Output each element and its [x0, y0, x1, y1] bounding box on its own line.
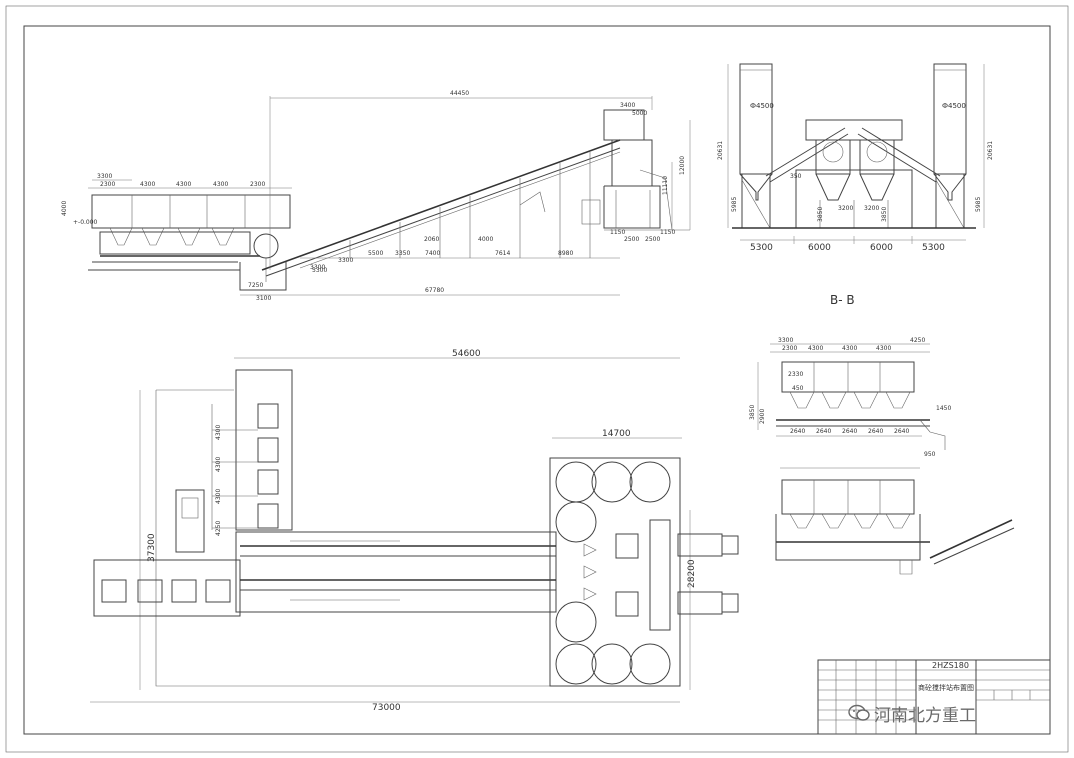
hopper-level: +-0.000	[73, 219, 98, 226]
batcher-top-0: 3300	[778, 337, 793, 344]
section-inner-3: 3850	[881, 207, 888, 222]
dim-belt-6: 8980	[558, 250, 573, 257]
section-bottom-3: 5300	[922, 243, 945, 253]
outer-frame	[5, 5, 1069, 753]
batcher-top-3: 4300	[842, 345, 857, 352]
dim-belt-small-0: 2060	[424, 236, 439, 243]
title-drawing-name: 商砼搅拌站布置图	[918, 683, 974, 692]
plan-upper-length: 54600	[452, 349, 481, 359]
dim-hopper-2: 4300	[140, 181, 155, 188]
batcher-bottom-3: 2640	[868, 428, 883, 435]
batcher-right-1: 950	[924, 451, 936, 458]
dim-pit-1: 3100	[256, 295, 271, 302]
section-inner-2: 3850	[817, 207, 824, 222]
dim-tower-2: 2500	[624, 236, 639, 243]
dim-belt-5: 7614	[495, 250, 510, 257]
batcher-right-0: 1450	[936, 405, 951, 412]
dim-hopper-4: 4300	[213, 181, 228, 188]
title-block	[817, 659, 1051, 735]
dim-belt-2: 5500	[368, 250, 383, 257]
wechat-icon	[848, 704, 870, 721]
dim-belt-0: 3300	[310, 264, 325, 271]
dim-hopper-0: 3300	[97, 173, 112, 180]
batcher-top-5: 4250	[910, 337, 925, 344]
batcher-bottom-0: 2640	[790, 428, 805, 435]
plan-left-height: 37300	[147, 533, 157, 562]
dim-tower-0: 12000	[679, 156, 686, 175]
batcher-top-4: 4300	[876, 345, 891, 352]
dim-belt-small-2: 5300	[312, 267, 327, 274]
dim-pit-0: 7250	[248, 282, 263, 289]
section-height-3: 5985	[975, 197, 982, 212]
batcher-detail-view	[757, 343, 946, 450]
plan-view	[90, 357, 739, 703]
section-inner-0: 3200	[838, 205, 853, 212]
section-bottom-0: 5300	[750, 243, 773, 253]
dim-tower-3: 2500	[645, 236, 660, 243]
plan-bin-2: 4300	[215, 489, 222, 504]
batcher-top-1: 2300	[782, 345, 797, 352]
batcher-mid-1: 450	[792, 385, 804, 392]
dim-top-right-a: 3400	[620, 102, 635, 109]
dim-tower-4: 1150	[610, 229, 625, 236]
section-label: B- B	[830, 293, 855, 307]
section-height-2: 5985	[731, 197, 738, 212]
batcher-mid-0: 2330	[788, 371, 803, 378]
section-inner-1: 3200	[864, 205, 879, 212]
dim-belt-1: 3300	[338, 257, 353, 264]
plan-overall-length: 73000	[372, 703, 401, 713]
plan-bin-3: 4250	[215, 521, 222, 536]
silo-diameter-right: Ф4500	[942, 102, 966, 110]
plan-bin-0: 4300	[215, 425, 222, 440]
dim-tower-1: 11110	[662, 176, 669, 195]
batcher-elevation-view	[775, 467, 1015, 575]
batcher-left-0: 3850	[749, 405, 756, 420]
plan-bin-1: 4300	[215, 457, 222, 472]
section-inner-4: 350	[790, 173, 802, 180]
batcher-left-1: 2900	[759, 409, 766, 424]
dim-hopper-height: 4000	[61, 201, 68, 216]
dim-tower-5: 1150	[660, 229, 675, 236]
dim-belt-3: 3350	[395, 250, 410, 257]
section-bottom-2: 6000	[870, 243, 893, 253]
silo-diameter-left: Ф4500	[750, 102, 774, 110]
dim-hopper-5: 2300	[250, 181, 265, 188]
batcher-top-2: 4300	[808, 345, 823, 352]
plan-right-height: 28200	[687, 559, 697, 588]
section-bottom-1: 6000	[808, 243, 831, 253]
dim-bottom-total: 67780	[425, 287, 444, 294]
elevation-view	[88, 96, 691, 296]
section-height-1: 20631	[987, 141, 994, 160]
inner-frame	[23, 25, 1051, 735]
title-model: 2HZS180	[932, 661, 969, 670]
batcher-bottom-4: 2640	[894, 428, 909, 435]
watermark-text: 河南北方重工	[874, 705, 976, 726]
plan-width: 14700	[602, 429, 631, 439]
batcher-bottom-2: 2640	[842, 428, 857, 435]
dim-hopper-1: 2300	[100, 181, 115, 188]
section-bb-view	[727, 63, 985, 244]
dim-hopper-3: 4300	[176, 181, 191, 188]
batcher-bottom-1: 2640	[816, 428, 831, 435]
watermark: 河南北方重工	[848, 700, 978, 726]
dim-belt-small-1: 4000	[478, 236, 493, 243]
dim-top-total: 44450	[450, 90, 469, 97]
dim-belt-4: 7400	[425, 250, 440, 257]
dim-top-right-b: 5000	[632, 110, 647, 117]
section-height-0: 20631	[717, 141, 724, 160]
